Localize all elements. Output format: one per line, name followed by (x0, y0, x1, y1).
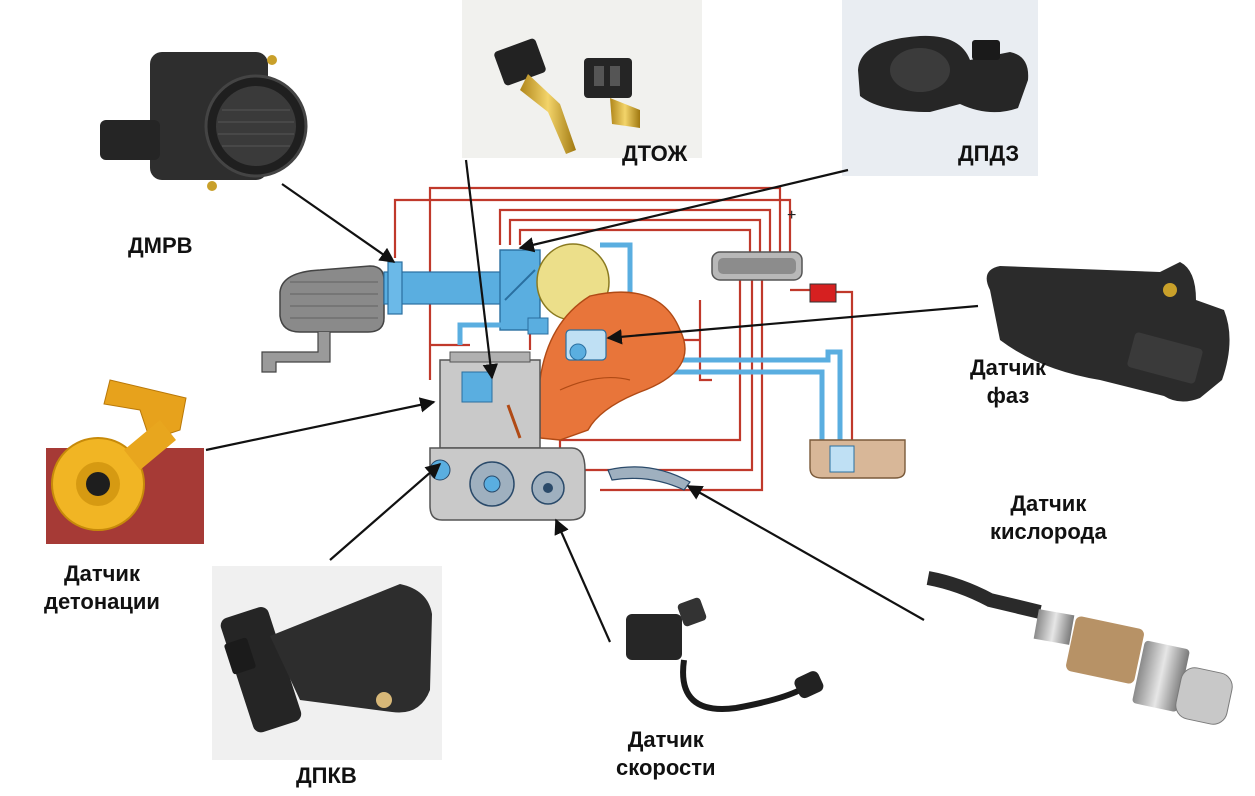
label-dmrv: ДМРВ (128, 233, 193, 258)
oxygen-sensor-picture (926, 571, 1233, 725)
arrow-speed (554, 518, 612, 643)
air-inlet-pipe (261, 332, 331, 373)
label-speed-sensor: Датчик скорости (616, 727, 716, 780)
label-oxygen-sensor: Датчик кислорода (990, 491, 1107, 544)
label-dpkv: ДПКВ (296, 763, 357, 788)
dtozh-photo-bg (462, 0, 702, 158)
relay (809, 283, 837, 303)
arrow-knock (205, 397, 436, 452)
coolant-temp-sensor-picture (494, 38, 640, 154)
fuel-tank (809, 439, 906, 479)
label-dpdz: ДПДЗ (958, 141, 1020, 166)
knock-sensor-picture (51, 379, 187, 531)
plus-sign: + (787, 207, 796, 224)
crankshaft-sensor-picture (220, 584, 432, 733)
pointer-arrows (205, 159, 979, 643)
throttle-position-sensor-picture (858, 35, 1029, 113)
label-phase-sensor: Датчик фаз (970, 355, 1046, 408)
maf-housing (387, 261, 403, 315)
coolant-sensor-block (461, 371, 493, 403)
arrow-dtozh (464, 159, 499, 380)
label-dtozh: ДТОЖ (622, 141, 688, 166)
engine-schematic: + A (261, 186, 906, 521)
label-knock-sensor: Датчик детонации (44, 561, 160, 614)
arrow-dpdz (518, 168, 849, 253)
arrow-oxygen (686, 485, 925, 621)
arrow-phase (606, 304, 979, 345)
arrow-dpkv (329, 462, 442, 561)
camshaft-phase-sensor-picture (986, 262, 1230, 402)
intake-tube (383, 271, 505, 305)
arrow-dmrv (281, 183, 396, 263)
intake-manifold (539, 291, 686, 441)
maf-sensor-picture (100, 52, 308, 191)
air-filter (279, 265, 385, 333)
speed-sensor-picture (626, 597, 824, 712)
